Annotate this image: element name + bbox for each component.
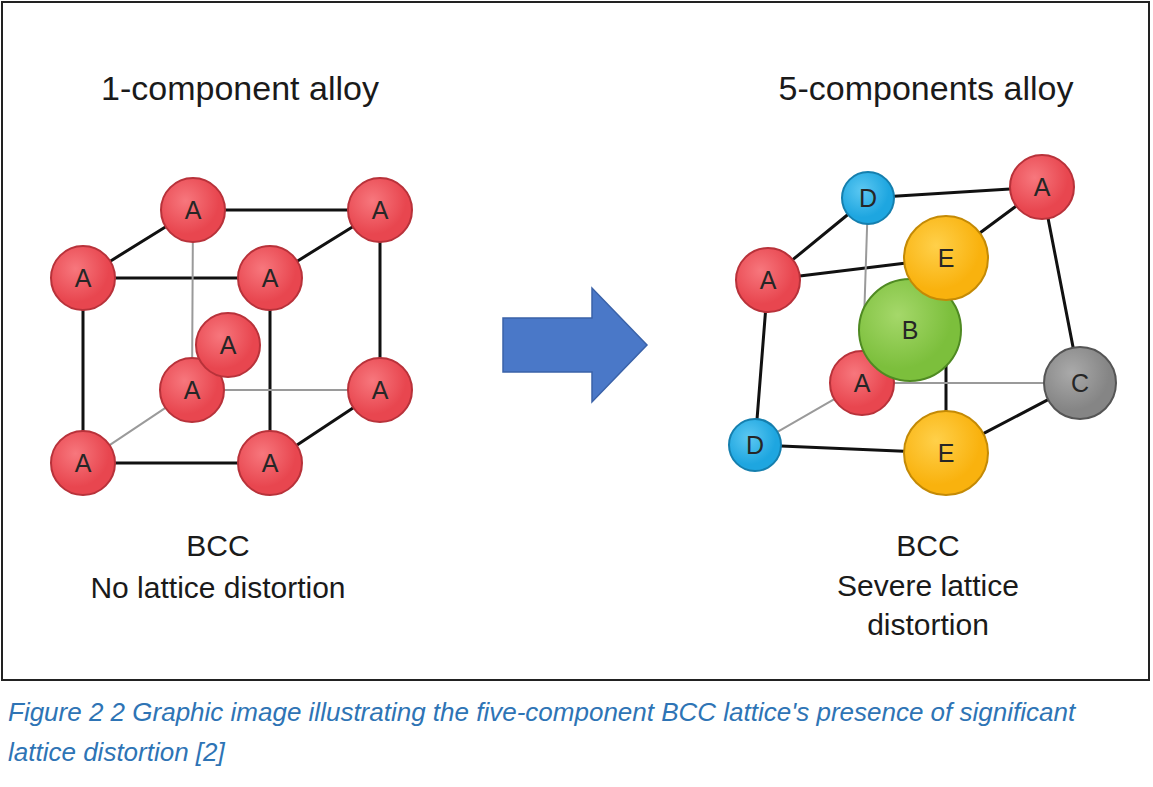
element-letter: B [902, 318, 919, 343]
lattice-bond [191, 242, 194, 358]
lattice-bond [110, 227, 166, 261]
lattice-bond [225, 209, 348, 212]
element-letter: D [859, 186, 877, 211]
element-letter: A [372, 198, 389, 223]
atom-circle: D [728, 418, 782, 472]
element-letter: A [220, 333, 237, 358]
atom-circle: A [237, 430, 303, 496]
element-letter: E [938, 441, 955, 466]
figure-caption: Figure 2 2 Graphic image illustrating th… [8, 692, 1138, 773]
element-letter: C [1071, 371, 1089, 396]
lattice-bond [793, 214, 848, 259]
atom-circle: A [195, 312, 261, 378]
lattice-bond [980, 206, 1017, 233]
lattice-bond [800, 263, 905, 276]
lattice-bond [115, 277, 238, 280]
element-letter: A [262, 451, 279, 476]
element-letter: A [760, 268, 777, 293]
element-letter: D [746, 433, 764, 458]
lattice-bond [82, 310, 85, 431]
lattice-bond [379, 242, 382, 358]
element-letter: A [1034, 175, 1051, 200]
atom-circle: A [50, 430, 116, 496]
structure-label: Severe lattice distortion [813, 566, 1043, 644]
atom-circle: A [1009, 154, 1075, 220]
lattice-bond [894, 382, 1044, 384]
lattice-bond [757, 312, 765, 419]
lattice-bond [269, 310, 272, 431]
panel-heading: 5-components alloy [716, 66, 1136, 110]
lattice-bond [777, 399, 834, 432]
structure-label: BCC [68, 526, 368, 565]
lattice-bond [1048, 218, 1073, 347]
lattice-bond [115, 462, 238, 465]
element-letter: A [262, 266, 279, 291]
atom-circle: A [50, 245, 116, 311]
element-letter: A [75, 451, 92, 476]
element-letter: A [372, 378, 389, 403]
lattice-bond [110, 408, 166, 445]
lattice-bond [224, 389, 348, 391]
transition-arrow [503, 288, 647, 402]
structure-label: BCC [778, 526, 1078, 565]
atom-circle: A [237, 245, 303, 311]
element-letter: A [854, 371, 871, 396]
lattice-bond [297, 227, 353, 261]
lattice-bond [983, 400, 1048, 434]
figure-frame [2, 2, 1149, 680]
element-letter: A [75, 266, 92, 291]
element-letter: A [185, 198, 202, 223]
atom-circle: C [1043, 346, 1117, 420]
atom-circle: A [347, 357, 413, 423]
lattice-bond [297, 408, 354, 446]
atom-circle: A [347, 177, 413, 243]
atom-circle: A [160, 177, 226, 243]
element-letter: A [184, 378, 201, 403]
lattice-bond [894, 189, 1010, 196]
atom-circle: A [735, 247, 801, 313]
atom-circle: D [841, 171, 895, 225]
atom-circle: E [903, 215, 989, 301]
panel-heading: 1-component alloy [30, 66, 450, 110]
element-letter: E [938, 246, 955, 271]
lattice-bond [781, 446, 904, 451]
structure-label: No lattice distortion [38, 568, 398, 607]
atom-circle: E [903, 410, 989, 496]
